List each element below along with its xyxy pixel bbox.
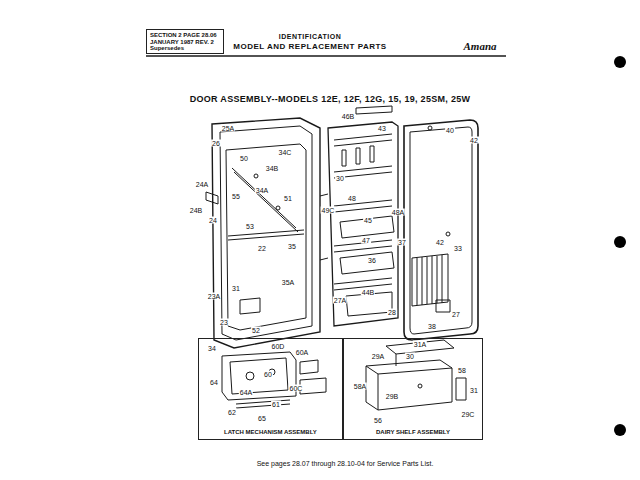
callout-number: 45	[363, 217, 373, 224]
callout-number: 34A	[255, 187, 269, 194]
callout-number: 23A	[207, 293, 221, 300]
callout-number: 35A	[281, 279, 295, 286]
grille	[412, 254, 448, 306]
callout-number: 38	[427, 323, 437, 330]
callout-number: 22	[257, 245, 267, 252]
dairy-shelf	[366, 340, 466, 410]
callout-number: 24A	[195, 181, 209, 188]
callout-number: 51	[283, 195, 293, 202]
callout-number: 64	[209, 379, 219, 386]
callout-number: 33	[453, 245, 463, 252]
callout-number: 40	[445, 127, 455, 134]
callout-number: 53	[245, 223, 255, 230]
callout-number: 61	[271, 401, 281, 408]
callout-number: 56	[373, 417, 383, 424]
callout-number: 60A	[295, 349, 309, 356]
callout-number: 35	[287, 243, 297, 250]
diagram-title: DOOR ASSEMBLY--MODELS 12E, 12F, 12G, 15,…	[190, 95, 471, 104]
callout-number: 27	[451, 311, 461, 318]
header-rule	[146, 55, 506, 57]
callout-number: 49C	[321, 207, 336, 214]
hardware	[320, 106, 450, 312]
header-box: SECTION 2 PAGE 28.06 JANUARY 1987 REV. 2…	[146, 29, 224, 54]
inset-box: LATCH MECHANISM ASSEMBLY	[198, 338, 343, 440]
callout-number: 30	[405, 353, 415, 360]
door-shell	[206, 118, 320, 348]
callout-number: 29C	[461, 411, 476, 418]
callout-number: 44B	[361, 289, 375, 296]
inset-label: LATCH MECHANISM ASSEMBLY	[222, 429, 319, 436]
latch-mechanism	[222, 352, 326, 408]
callout-number: 28	[387, 309, 397, 316]
callout-number: 36	[367, 257, 377, 264]
callout-number: 65	[257, 415, 267, 422]
callout-number: 34B	[265, 165, 279, 172]
inset-label: DAIRY SHELF ASSEMBLY	[374, 429, 452, 436]
callout-number: 43	[377, 125, 387, 132]
callout-number: 47	[361, 237, 371, 244]
callout-number: 27A	[333, 297, 347, 304]
door-gasket	[404, 120, 478, 340]
brand-name: Amana	[463, 41, 496, 52]
callout-number: 60	[263, 371, 273, 378]
callout-number: 64A	[239, 389, 253, 396]
door-liner	[328, 122, 398, 326]
callout-number: 24B	[189, 207, 203, 214]
callout-number: 31	[231, 285, 241, 292]
callout-number: 34C	[278, 149, 293, 156]
callout-number: 58	[457, 367, 467, 374]
callout-number: 24	[208, 217, 218, 224]
callout-number: 50	[239, 155, 249, 162]
callout-number: 48	[347, 195, 357, 202]
callout-number: 42	[469, 137, 479, 144]
callout-number: 52	[251, 327, 261, 334]
callout-number: 31A	[413, 341, 427, 348]
callout-number: 31	[469, 387, 479, 394]
callout-number: 34	[207, 345, 217, 352]
callout-number: 37	[397, 239, 407, 246]
section-info: SECTION 2 PAGE 28.06 JANUARY 1987 REV. 2…	[150, 32, 220, 52]
binder-hole	[614, 56, 626, 68]
callout-number: 42	[435, 239, 445, 246]
callout-number: 60D	[271, 343, 286, 350]
callout-number: 58A	[353, 383, 367, 390]
callout-number: 55	[231, 193, 241, 200]
callout-number: 23	[219, 319, 229, 326]
callout-number: 48A	[391, 209, 405, 216]
callout-number: 46B	[341, 113, 355, 120]
callout-number: 60C	[289, 385, 304, 392]
binder-hole	[614, 424, 626, 436]
callout-number: 26	[211, 140, 221, 147]
header-text: MODEL AND REPLACEMENT PARTS	[233, 43, 386, 51]
callout-number: 29A	[371, 353, 385, 360]
caption: See pages 28.07 through 28.10-04 for Ser…	[257, 460, 434, 467]
callout-number: 29B	[385, 393, 399, 400]
callout-number: 62	[227, 409, 237, 416]
callout-number: 30	[335, 175, 345, 182]
header-text: IDENTIFICATION	[279, 33, 341, 40]
callout-number: 25A	[221, 125, 235, 132]
binder-hole	[614, 236, 626, 248]
